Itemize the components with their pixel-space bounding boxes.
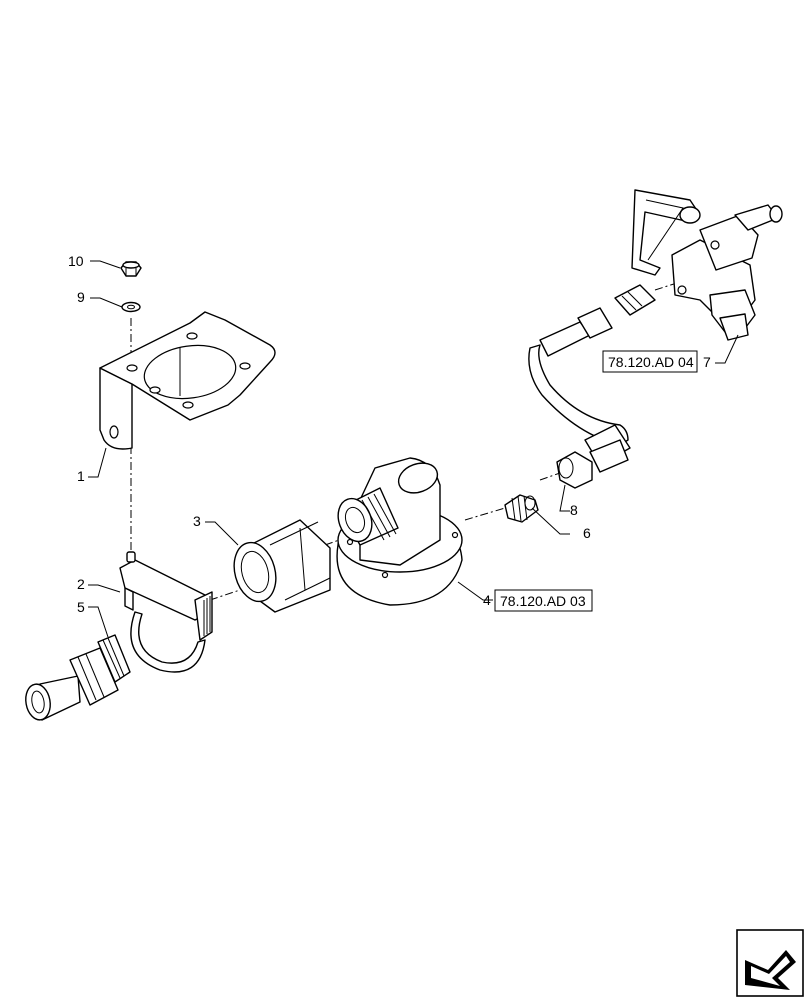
nut-part-10 [120,261,142,277]
clamp-part-2 [119,551,213,673]
callout-9: 9 [77,289,85,305]
next-page-arrow-icon[interactable] [736,929,804,997]
callout-8: 8 [570,502,578,518]
callout-7: 7 [703,354,711,370]
callout-10: 10 [68,253,84,269]
callout-4: 4 [483,592,491,608]
valve-part-7 [631,189,783,341]
leader-lines [88,260,739,638]
hose-fitting-part-5 [25,634,131,721]
reference-ad03-label: 78.120.AD 03 [500,593,586,609]
reference-ad04-label: 78.120.AD 04 [608,354,694,370]
bracket-part-1 [99,311,276,450]
callout-2: 2 [77,576,85,592]
hose-assembly [528,284,656,473]
reference-ad03[interactable]: 78.120.AD 03 [494,589,593,612]
callout-3: 3 [193,513,201,529]
elbow-housing-part-4 [336,457,463,606]
adapter-part-6 [504,494,539,523]
callout-labels: 10 9 1 2 5 3 4 6 8 7 [68,253,711,615]
callout-1: 1 [77,468,85,484]
callout-5: 5 [77,599,85,615]
washer-part-9 [121,301,141,313]
callout-6: 6 [583,525,591,541]
reference-ad04[interactable]: 78.120.AD 04 [602,350,698,373]
sleeve-nut-part-3 [233,519,331,613]
fitting-nut-part-8 [556,451,593,489]
